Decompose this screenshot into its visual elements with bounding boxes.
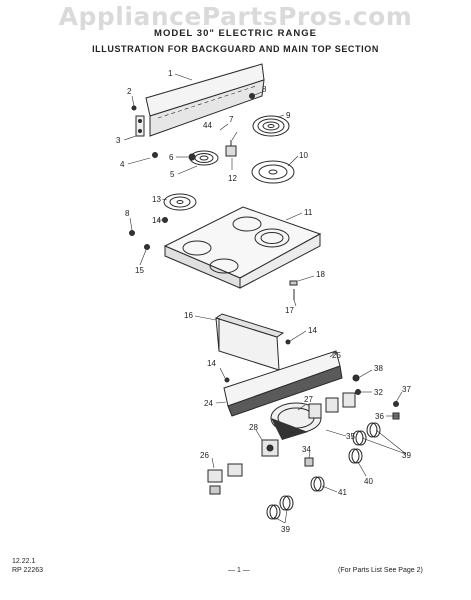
callout-2: 2	[127, 87, 132, 96]
screw	[129, 230, 135, 236]
callout-35: 35	[346, 432, 355, 441]
callout-15: 15	[135, 266, 144, 275]
backguard-bracket	[135, 115, 145, 137]
callout-labels: 1 2 3 4 5 6 7 8 8 9 10 11 12 13 14 14 14…	[116, 69, 411, 534]
clip	[289, 280, 298, 286]
callout-18: 18	[316, 270, 325, 279]
callout-24: 24	[204, 399, 213, 408]
parts-list-note: (For Parts List See Page 2)	[338, 567, 423, 574]
drawing-date-code: 12.22.1	[12, 558, 36, 565]
backguard-panel	[145, 63, 265, 137]
large-drip-bowl	[251, 160, 295, 184]
callout-14-top: 14	[152, 216, 161, 225]
element-receptacle	[225, 140, 237, 157]
small-drip-bowl	[163, 193, 197, 211]
diagram-model-title: MODEL 30" ELECTRIC RANGE	[154, 28, 317, 39]
main-top	[163, 206, 322, 289]
callout-8-left: 8	[125, 209, 130, 218]
callout-28: 28	[249, 423, 258, 432]
callout-17: 17	[285, 306, 294, 315]
callout-13: 13	[152, 195, 161, 204]
drawing-number: RP 22263	[12, 567, 44, 574]
screw	[352, 374, 360, 382]
callout-39-right: 39	[402, 451, 411, 460]
screw	[144, 244, 150, 250]
screw	[355, 389, 361, 395]
callout-10: 10	[299, 151, 308, 160]
callout-6: 6	[169, 153, 174, 162]
callout-36: 36	[375, 412, 384, 421]
callout-44: 44	[203, 121, 212, 130]
light-socket	[304, 457, 314, 467]
callout-39-bottom: 39	[281, 525, 290, 534]
callout-3: 3	[116, 136, 121, 145]
screw	[152, 152, 158, 158]
callout-14-low: 14	[207, 359, 216, 368]
control-panel	[223, 350, 343, 417]
callout-38: 38	[374, 364, 383, 373]
callout-34: 34	[302, 445, 311, 454]
callout-7: 7	[229, 115, 234, 124]
callout-8-top: 8	[262, 85, 267, 94]
screw	[162, 217, 168, 223]
callout-41: 41	[338, 488, 347, 497]
callout-5: 5	[170, 170, 175, 179]
callout-1: 1	[168, 69, 173, 78]
callout-9: 9	[286, 111, 291, 120]
diagram-section-title: ILLUSTRATION FOR BACKGUARD AND MAIN TOP …	[92, 44, 379, 54]
callout-14-mid: 14	[308, 326, 317, 335]
callout-25: 25	[332, 351, 341, 360]
screw	[188, 153, 196, 161]
screw	[224, 377, 230, 383]
control-knobs	[266, 422, 381, 520]
callout-11: 11	[304, 208, 313, 217]
push-button-switches	[207, 463, 243, 495]
callout-12: 12	[228, 174, 237, 183]
heat-shield	[214, 313, 285, 371]
screw	[131, 105, 137, 111]
callout-40: 40	[364, 477, 373, 486]
callout-16: 16	[184, 311, 193, 320]
screw	[393, 401, 399, 407]
rotary-switches	[308, 392, 356, 419]
callout-27: 27	[304, 395, 313, 404]
screw	[285, 339, 291, 345]
page-number: — 1 —	[228, 567, 250, 574]
watermark: AppliancePartsPros.com	[58, 2, 413, 31]
callout-26: 26	[200, 451, 209, 460]
callout-37: 37	[402, 385, 411, 394]
infinite-switch	[261, 439, 279, 457]
large-surface-element	[252, 115, 290, 137]
callout-4: 4	[120, 160, 125, 169]
callout-32: 32	[374, 388, 383, 397]
leader-lines	[123, 73, 407, 524]
